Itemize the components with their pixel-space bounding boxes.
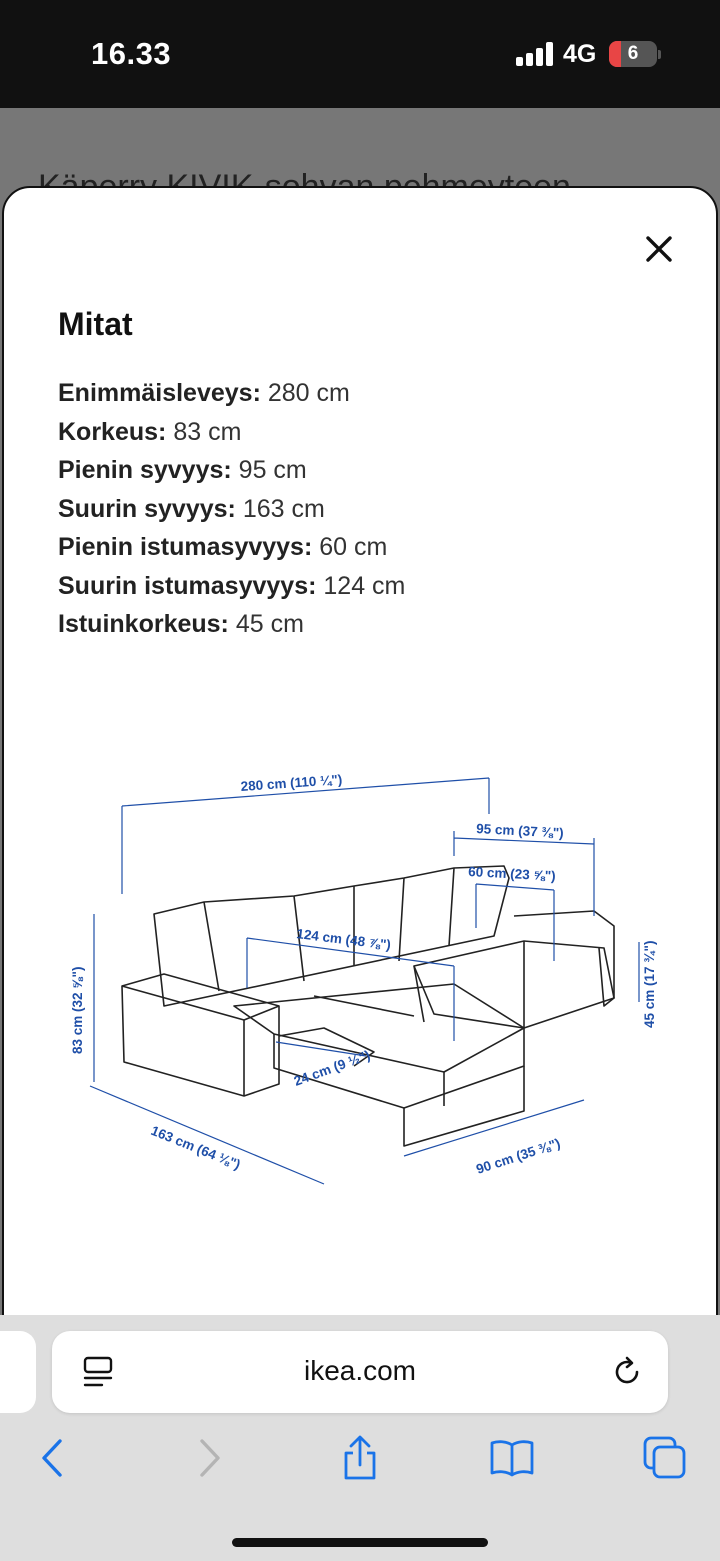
label-chaise-width: 90 cm (35 ⅜")	[474, 1136, 562, 1177]
label-width: 280 cm (110 ¼")	[240, 772, 343, 794]
forward-icon[interactable]	[186, 1435, 232, 1481]
sofa-outline	[121, 865, 615, 1147]
reader-mode-icon[interactable]	[82, 1355, 114, 1389]
battery-level: 6	[627, 43, 639, 64]
label-max-seat-depth: 124 cm (48 ⅞")	[296, 926, 392, 952]
home-indicator[interactable]	[232, 1538, 488, 1547]
label-min-depth: 95 cm (37 ⅜")	[476, 821, 564, 841]
dimension-labels: 280 cm (110 ¼") 95 cm (37 ⅜") 60 cm (23 …	[70, 772, 657, 1177]
dimension-row: Pienin syvyys: 95 cm	[58, 456, 307, 484]
label-height: 83 cm (32 ⅝")	[70, 967, 85, 1054]
label-armrest-width: 24 cm (9 ½")	[292, 1047, 372, 1088]
address-bar[interactable]: ikea.com	[52, 1331, 668, 1413]
sofa-dimension-diagram: 280 cm (110 ¼") 95 cm (37 ⅜") 60 cm (23 …	[70, 772, 657, 1185]
dimension-row: Korkeus: 83 cm	[58, 417, 242, 446]
dimension-lines	[89, 777, 640, 1185]
browser-bottom-bar: ikea.com	[0, 1315, 720, 1561]
modal-title: Mitat	[58, 306, 133, 342]
dimension-row: Istuinkorkeus: 45 cm	[58, 610, 304, 638]
status-time: 16.33	[91, 36, 172, 71]
network-type: 4G	[563, 40, 597, 68]
dimensions-modal: Mitat Enimmäisleveys: 280 cm Korkeus: 83…	[2, 186, 718, 1346]
status-bar: 16.33 4G 6	[0, 0, 720, 108]
dimension-row: Suurin syvyys: 163 cm	[58, 494, 325, 523]
dimension-row: Pienin istumasyvyys: 60 cm	[58, 533, 388, 561]
reload-icon[interactable]	[610, 1355, 644, 1389]
label-seat-height: 45 cm (17 ¾")	[642, 941, 657, 1028]
share-icon[interactable]	[337, 1435, 383, 1481]
battery-icon: 6	[609, 41, 657, 67]
bookmarks-icon[interactable]	[489, 1435, 535, 1481]
dimension-row: Enimmäisleveys: 280 cm	[58, 379, 350, 407]
previous-tab-preview[interactable]	[0, 1331, 36, 1413]
url-text[interactable]: ikea.com	[303, 1355, 417, 1386]
dimensions-list: Enimmäisleveys: 280 cm Korkeus: 83 cm Pi…	[58, 374, 405, 644]
tabs-icon[interactable]	[642, 1435, 688, 1481]
close-icon[interactable]	[640, 230, 678, 268]
label-min-seat-depth: 60 cm (23 ⅝")	[468, 864, 556, 884]
cellular-signal-icon	[516, 42, 554, 66]
dimension-row: Suurin istumasyvyys: 124 cm	[58, 571, 406, 600]
battery-tip	[658, 50, 661, 59]
back-icon[interactable]	[30, 1435, 76, 1481]
